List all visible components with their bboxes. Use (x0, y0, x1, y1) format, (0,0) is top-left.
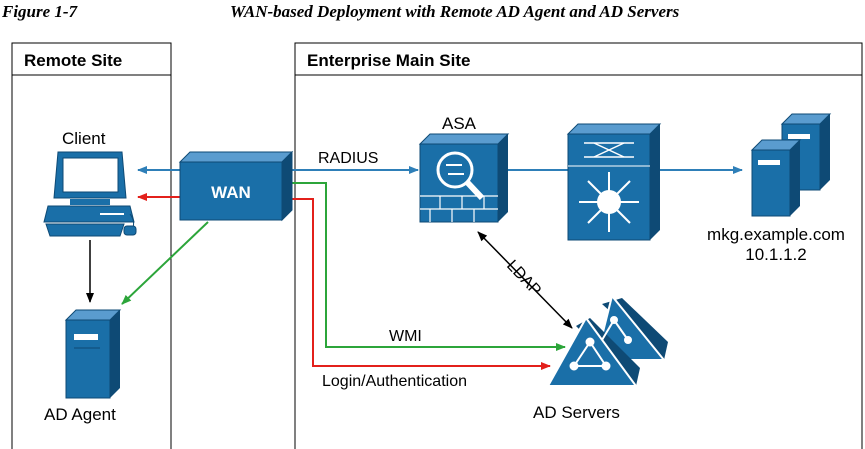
server-ip-label: 10.1.1.2 (745, 245, 806, 264)
asa-label: ASA (442, 114, 477, 133)
ad-agent-server-icon (64, 309, 122, 399)
wmi-path (282, 182, 566, 351)
figure-number: Figure 1-7 (2, 2, 78, 21)
connections (86, 166, 743, 370)
figure-caption: Figure 1-7 WAN-based Deployment with Rem… (2, 2, 862, 28)
switch-icon (566, 123, 662, 241)
asa-firewall-icon (418, 133, 510, 223)
main-site-label: Enterprise Main Site (307, 51, 470, 70)
login-label: Login/Authentication (322, 373, 467, 390)
radius-label: RADIUS (318, 150, 378, 167)
ad-servers-icon (546, 293, 668, 387)
ldap-label: LDAP (503, 257, 544, 299)
server-host-label: mkg.example.com (707, 225, 845, 244)
login-path (282, 198, 551, 370)
wan-label: WAN (211, 183, 251, 202)
ad-agent-label: AD Agent (44, 405, 116, 424)
client-workstation-icon (43, 151, 137, 237)
figure-title: WAN-based Deployment with Remote AD Agen… (230, 2, 680, 21)
wmi-arrow-to-agent (121, 221, 209, 305)
ldap-arrow (477, 231, 573, 329)
wan-icon (178, 150, 294, 222)
zone-borders (11, 42, 863, 449)
client-label: Client (62, 129, 106, 148)
server-icon (750, 113, 832, 217)
remote-site-label: Remote Site (24, 51, 122, 70)
ad-servers-label: AD Servers (533, 403, 620, 422)
wmi-label: WMI (389, 328, 422, 345)
